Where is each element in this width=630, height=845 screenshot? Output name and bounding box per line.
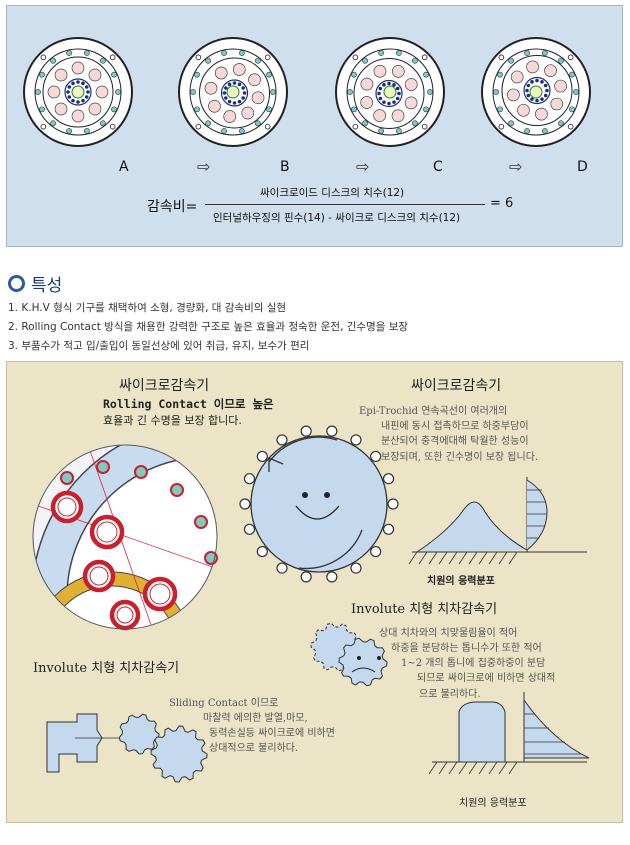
involute-right-line-4: 되므로 싸이크로에 비하면 상대적 xyxy=(417,673,556,684)
cycloid-disc-diagram xyxy=(335,37,445,147)
involute-right-line-2: 하중을 분담하는 톱니수가 또한 적어 xyxy=(391,643,542,654)
cycloid-disc-diagram xyxy=(178,37,288,147)
involute-left-line-1: Sliding Contact 이므로 xyxy=(169,698,279,709)
involute-right-title: Involute 치형 치차감속기 xyxy=(351,602,498,617)
arrow-right-icon: ⇨ xyxy=(197,157,211,176)
feature-item-3: 3. 부품수가 적고 입/출입이 동일선상에 있어 취급, 유지, 보수가 편리 xyxy=(8,340,310,352)
circle-bullet-icon xyxy=(8,275,25,292)
involute-stress-graph xyxy=(428,692,590,775)
involute-left-title: Involute 치형 치차감속기 xyxy=(33,661,180,676)
meshing-gears-illustration xyxy=(310,622,388,687)
illustrations xyxy=(32,425,590,783)
cyclo-left-line-2: 효율과 긴 수명을 보장 합니다. xyxy=(103,414,242,427)
feature-item-2: 2. Rolling Contact 방식을 채용한 강력한 구조로 높은 효율… xyxy=(8,321,409,333)
stage-label-b: B xyxy=(280,159,290,175)
formula-lhs: 감속비= xyxy=(147,199,198,215)
feature-item-1: 1. K.H.V 형식 기구를 채택하여 소형, 경량화, 대 감속비의 실현 xyxy=(8,302,287,314)
stage-label-d: D xyxy=(577,159,588,175)
section-title-text: 특성 xyxy=(31,276,63,296)
cyclo-right-line-1: Epi-Trochid 연속곡선이 여러개의 xyxy=(359,406,508,417)
cycloid-disc-diagram xyxy=(481,37,591,147)
involute-right-line-3: 1~2 개의 톱니에 집중하중이 분담 xyxy=(401,658,546,669)
rack-gear-illustration xyxy=(46,713,208,783)
stress-caption-involute: 치원의 응력분포 xyxy=(459,798,527,809)
involute-left-line-3: 동력손실등 싸이크로에 비하면 xyxy=(209,728,335,739)
cyclo-left-title: 싸이크로감속기 xyxy=(119,378,210,394)
arrow-right-icon: ⇨ xyxy=(356,157,370,176)
cyclo-right-line-3: 분산되어 충격에대해 탁월한 성능이 xyxy=(381,436,529,447)
formula-numerator: 싸이크로이드 디스크의 치수(12) xyxy=(260,187,405,199)
cyclo-right-line-2: 내핀에 동시 접촉하므로 하중부담이 xyxy=(381,421,529,432)
formula-result: = 6 xyxy=(490,196,514,211)
arrow-right-icon: ⇨ xyxy=(509,157,523,176)
stage-label-c: C xyxy=(433,159,443,175)
involute-right-line-5: 으로 불리하다. xyxy=(419,689,481,700)
cyclo-left-line-1: Rolling Contact 이므로 높은 xyxy=(103,397,274,411)
fraction-bar xyxy=(205,204,485,205)
involute-left-line-4: 상대적으로 불리하다. xyxy=(209,743,299,754)
cycloid-disc-illustration xyxy=(239,425,399,583)
cycloid-stress-graph xyxy=(408,477,587,565)
involute-right-line-1: 상대 치차와의 치맞물림율이 적어 xyxy=(379,628,518,639)
cyclo-right-line-4: 보장되며, 또한 긴수명이 보장 됩니다. xyxy=(381,452,539,463)
involute-left-line-2: 마찰력 에의한 발열,마모, xyxy=(203,713,308,724)
section-title: 특성 xyxy=(8,271,62,296)
reduction-ratio-formula: 감속비= 싸이크로이드 디스크의 치수(12) 인터널하우징의 핀수(14) -… xyxy=(147,185,527,229)
comparison-illustration-panel: 싸이크로감속기 Rolling Contact 이므로 높은 효율과 긴 수명을… xyxy=(6,361,623,823)
stress-caption-cyclo: 치원의 응력분포 xyxy=(427,576,495,587)
cyclo-right-title: 싸이크로감속기 xyxy=(411,378,502,394)
stage-label-a: A xyxy=(119,159,129,175)
reduction-diagram-panel: A ⇨ B ⇨ C ⇨ D 감속비= 싸이크로이드 디스크의 치수(12) 인터… xyxy=(6,5,623,247)
cycloid-disc-diagram xyxy=(23,37,133,147)
formula-denominator: 인터널하우징의 핀수(14) - 싸이크로 디스크의 치수(12) xyxy=(213,212,461,224)
